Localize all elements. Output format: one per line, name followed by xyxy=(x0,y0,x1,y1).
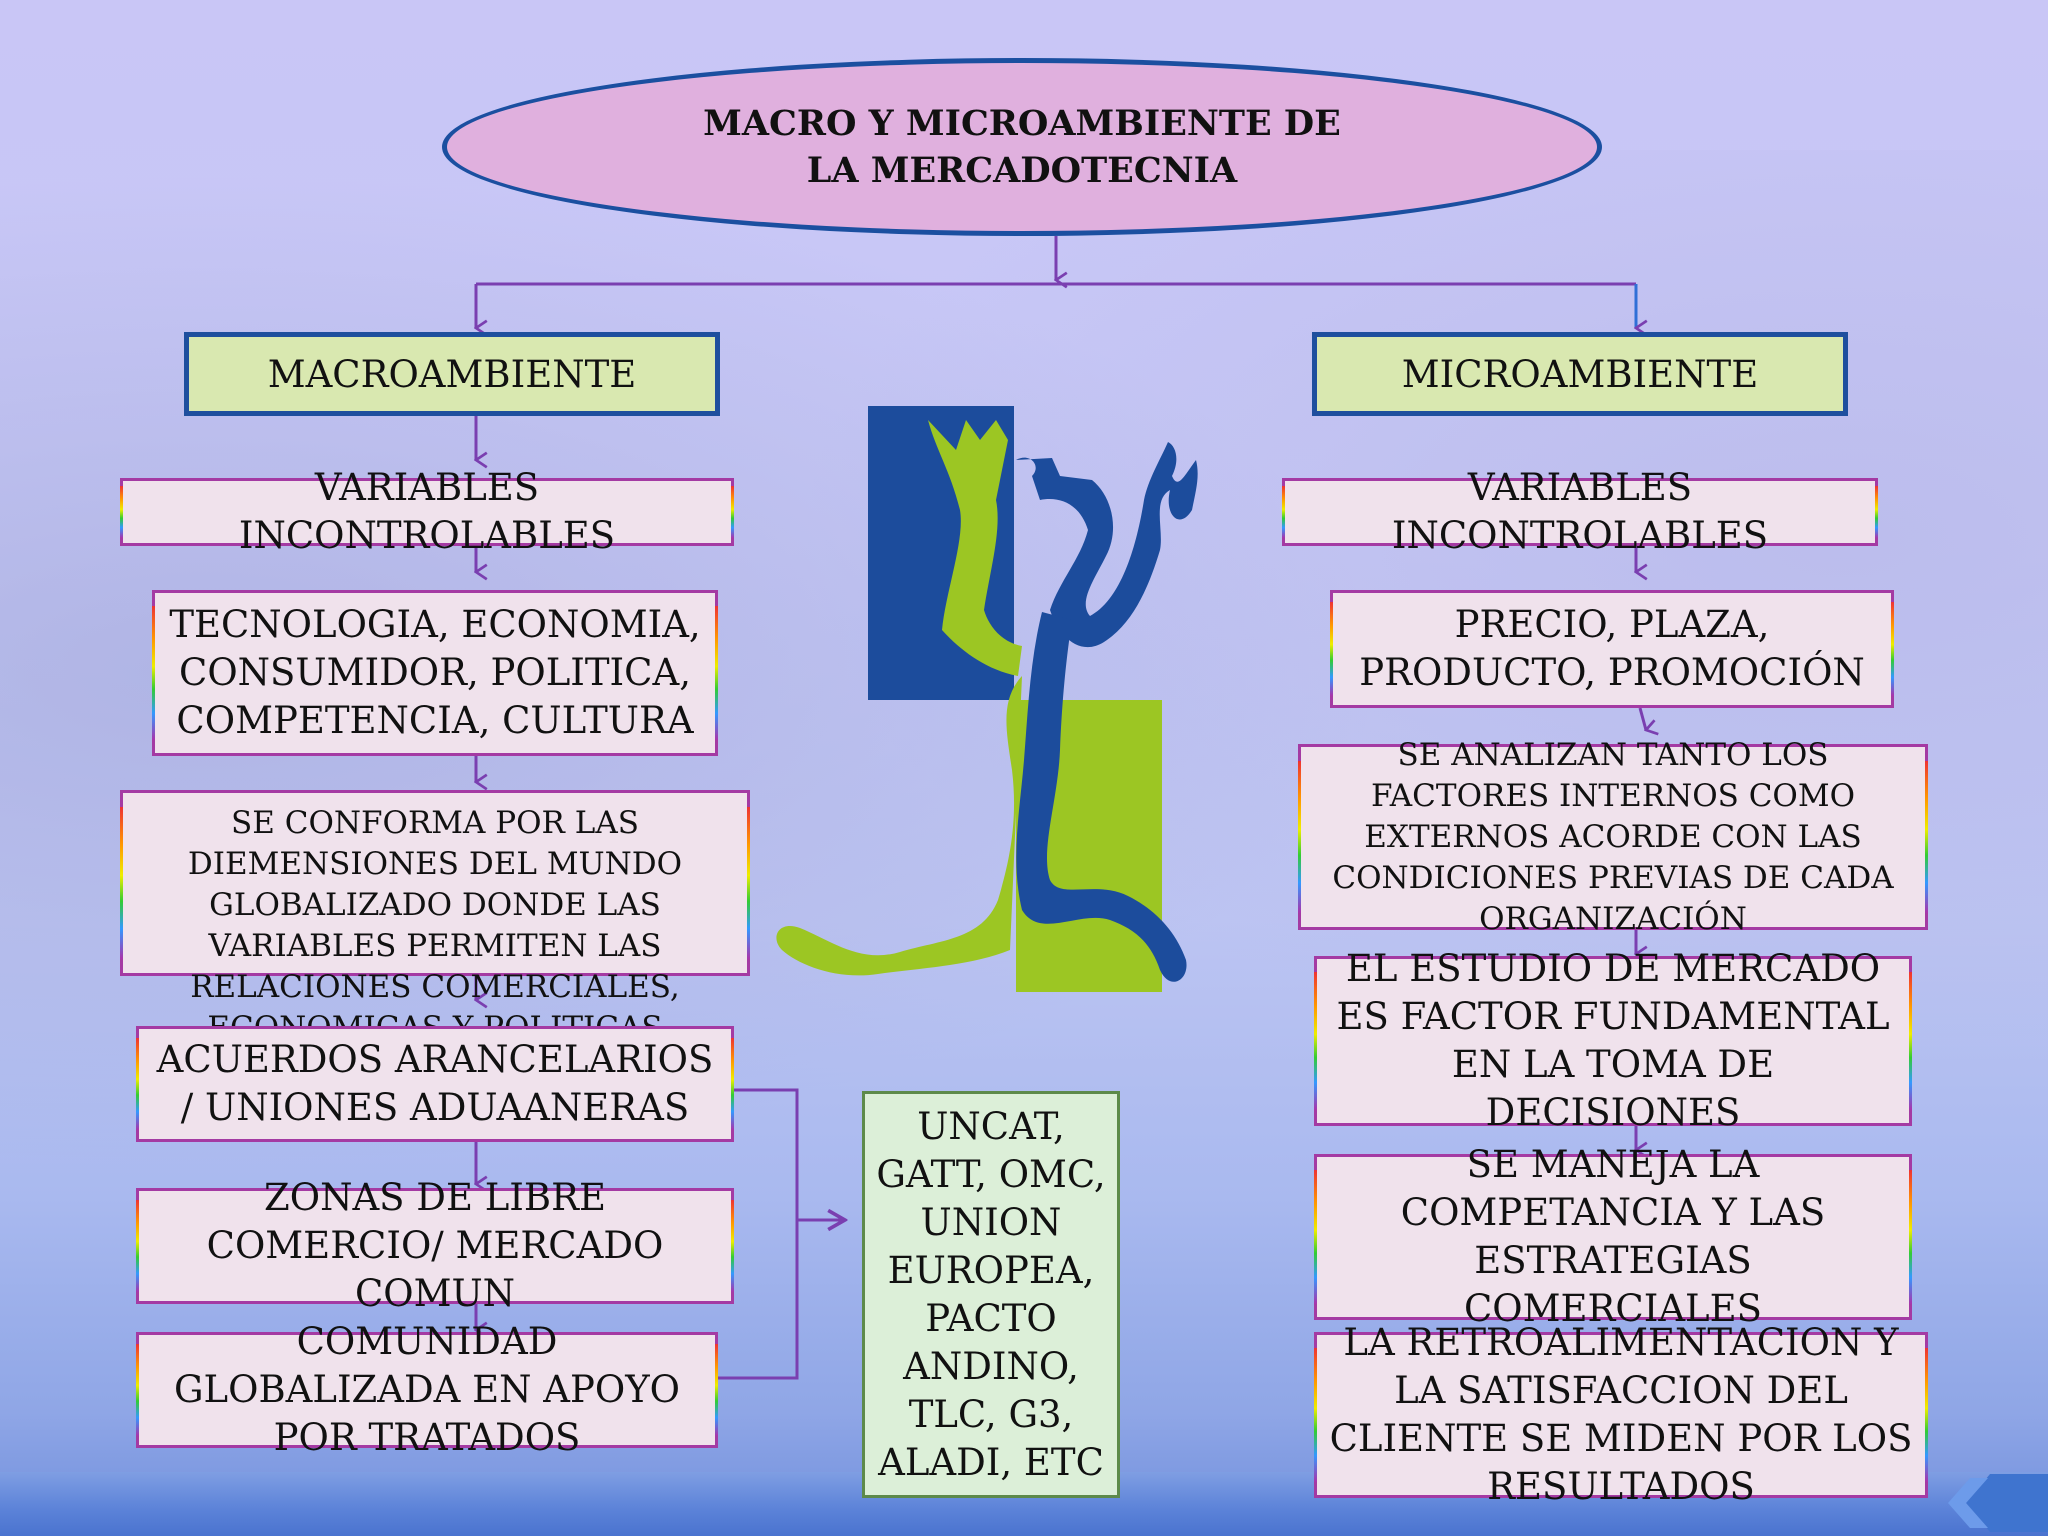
treaties-box: UNCAT, GATT, OMC, UNION EUROPEA, PACTO A… xyxy=(862,1091,1120,1498)
macro-agreements-box: ACUERDOS ARANCELARIOS / UNIONES ADUAANER… xyxy=(136,1026,734,1142)
macro-factors-text: TECNOLOGIA, ECONOMIA, CONSUMIDOR, POLITI… xyxy=(169,603,701,742)
macro-heading-box: MACROAMBIENTE xyxy=(184,332,720,416)
treaties-text: UNCAT, GATT, OMC, UNION EUROPEA, PACTO A… xyxy=(876,1104,1106,1484)
running-figure-logo xyxy=(776,406,1198,992)
macro-variables-text: VARIABLES INCONTROLABLES xyxy=(238,466,616,557)
micro-competition-text: SE MANEJA LA COMPETANCIA Y LAS ESTRATEGI… xyxy=(1400,1143,1826,1330)
macro-free-trade-text: ZONAS DE LIBRE COMERCIO/ MERCADO COMUN xyxy=(206,1176,664,1315)
macro-description-text: SE CONFORMA POR LAS DIEMENSIONES DEL MUN… xyxy=(187,805,683,1046)
macro-free-trade-box: ZONAS DE LIBRE COMERCIO/ MERCADO COMUN xyxy=(136,1176,734,1315)
macro-community-box: COMUNIDAD GLOBALIZADA EN APOYO POR TRATA… xyxy=(136,1320,718,1459)
micro-study-text: EL ESTUDIO DE MERCADO ES FACTOR FUNDAMEN… xyxy=(1336,947,1890,1134)
macro-description-box: SE CONFORMA POR LAS DIEMENSIONES DEL MUN… xyxy=(120,790,750,1046)
diagram-title: MACRO Y MICROAMBIENTE DE LA MERCADOTECNI… xyxy=(703,103,1341,191)
micro-analysis-text: SE ANALIZAN TANTO LOS FACTORES INTERNOS … xyxy=(1332,736,1894,937)
macro-factors-box: TECNOLOGIA, ECONOMIA, CONSUMIDOR, POLITI… xyxy=(152,590,718,756)
micro-heading-box: MICROAMBIENTE xyxy=(1312,332,1848,416)
micro-analysis-box: SE ANALIZAN TANTO LOS FACTORES INTERNOS … xyxy=(1298,737,1928,937)
macro-variables-box: VARIABLES INCONTROLABLES xyxy=(120,466,734,557)
micro-feedback-box: LA RETROALIMENTACION Y LA SATISFACCION D… xyxy=(1314,1321,1928,1508)
micro-mix-box: PRECIO, PLAZA, PRODUCTO, PROMOCIÓN xyxy=(1330,590,1894,708)
micro-mix-text: PRECIO, PLAZA, PRODUCTO, PROMOCIÓN xyxy=(1359,603,1865,694)
micro-study-box: EL ESTUDIO DE MERCADO ES FACTOR FUNDAMEN… xyxy=(1314,947,1912,1134)
micro-variables-text: VARIABLES INCONTROLABLES xyxy=(1391,466,1769,557)
macro-agreements-text: ACUERDOS ARANCELARIOS / UNIONES ADUAANER… xyxy=(156,1038,714,1129)
corner-chevron-icon xyxy=(1948,1474,2048,1532)
micro-heading: MICROAMBIENTE xyxy=(1401,352,1759,396)
micro-competition-box: SE MANEJA LA COMPETANCIA Y LAS ESTRATEGI… xyxy=(1314,1143,1912,1330)
macro-community-text: COMUNIDAD GLOBALIZADA EN APOYO POR TRATA… xyxy=(174,1320,680,1459)
title-ellipse: MACRO Y MICROAMBIENTE DE LA MERCADOTECNI… xyxy=(442,58,1602,236)
micro-variables-box: VARIABLES INCONTROLABLES xyxy=(1282,466,1878,557)
macro-heading: MACROAMBIENTE xyxy=(267,352,637,396)
micro-feedback-text: LA RETROALIMENTACION Y LA SATISFACCION D… xyxy=(1329,1321,1913,1508)
